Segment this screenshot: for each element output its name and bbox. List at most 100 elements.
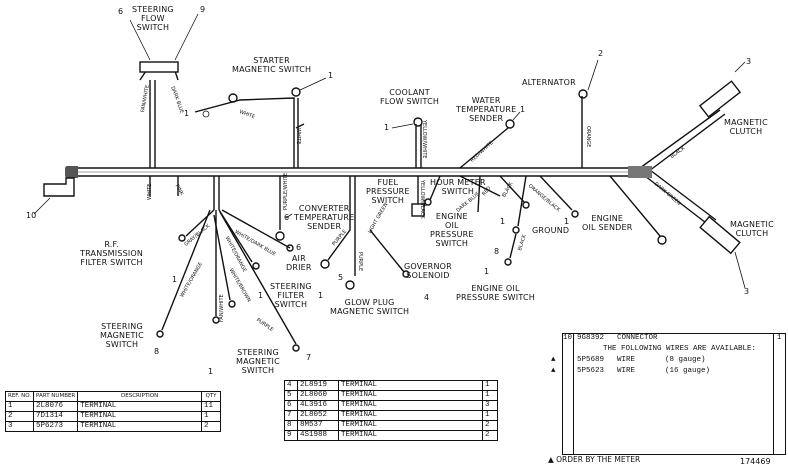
table-row: 8 8M537 TERMINAL 2	[284, 420, 498, 431]
order-footnote: ▲ ORDER BY THE METER	[548, 455, 641, 464]
callout-8-steer: 8	[154, 347, 160, 356]
cell-ref: 7	[284, 410, 298, 421]
label-alternator: ALTERNATOR	[522, 78, 576, 87]
wire-mark: ▲	[551, 367, 556, 375]
cell-desc: TERMINAL	[338, 380, 483, 391]
label-glow-plug-magnetic-switch: GLOW PLUG MAGNETIC SWITCH	[330, 298, 410, 316]
callout-1-oil2: 1	[484, 267, 490, 276]
callout-1-starter-b: 1	[328, 71, 334, 80]
cell-desc: TERMINAL	[338, 420, 483, 431]
table-row: 5 2L8060 TERMINAL 1	[284, 390, 498, 401]
cell-ref: 2	[4, 411, 35, 422]
callout-1-ground: 1	[564, 217, 570, 226]
cell-desc: TERMINAL	[338, 390, 483, 401]
callout-1-starter: 1	[184, 109, 190, 118]
cell-ref: 5	[284, 390, 298, 401]
callout-9: 9	[200, 5, 206, 14]
callout-8-oil: 8	[494, 247, 500, 256]
cell-qty: 1	[201, 411, 221, 422]
label-converter-temp-sender: CONVERTER TEMPERATURE SENDER	[294, 204, 355, 231]
wire-label-orange: ORANGE	[585, 126, 591, 148]
callout-1-hour: 1	[500, 217, 506, 226]
wire-mark: ▲	[551, 356, 556, 364]
label-steering-magnetic-switch-left: STEERING MAGNETIC SWITCH	[100, 322, 144, 349]
label-water-temp-sender: WATER TEMPERATURE SENDER	[456, 96, 517, 123]
wire-label-yellow-white: YELLOW/WHITE	[421, 120, 427, 159]
callout-1-rf: 1	[172, 275, 178, 284]
label-hour-meter-switch: HOUR METER SWITCH	[430, 178, 486, 196]
cell-part: 2L8919	[297, 380, 339, 391]
cell-part: 5P6273	[33, 421, 79, 432]
cell-part: 2L8060	[297, 390, 339, 401]
label-steering-flow-switch: STEERING FLOW SWITCH	[132, 5, 174, 32]
cell-qty: 1	[482, 390, 498, 401]
callout-7: 7	[306, 353, 312, 362]
callout-10: 10	[26, 211, 37, 220]
wire-gauge: (8 gauge)	[665, 356, 706, 364]
label-steering-magnetic-switch-bottom: STEERING MAGNETIC SWITCH	[236, 348, 280, 375]
cell-desc: TERMINAL	[77, 401, 202, 412]
callout-3-clutch-bottom: 3	[744, 287, 750, 296]
label-air-drier: AIR DRIER	[286, 254, 312, 272]
connector-desc: CONNECTOR	[617, 334, 658, 342]
label-ground: GROUND	[532, 226, 570, 235]
label-magnetic-clutch-top: MAGNETIC CLUTCH	[724, 118, 768, 136]
connector-qty: 1	[777, 334, 782, 342]
callout-6: 6	[118, 7, 124, 16]
cell-part: 2L8052	[297, 410, 339, 421]
cell-desc: TERMINAL	[77, 421, 202, 432]
table-row: 3 5P6273 TERMINAL 2	[4, 421, 221, 432]
connector-part: 9G8392	[577, 334, 605, 342]
label-engine-oil-pressure-switch-1: ENGINE OIL PRESSURE SWITCH	[430, 212, 474, 248]
label-fuel-pressure-switch: FUEL PRESSURE SWITCH	[366, 178, 410, 205]
wire-desc: WIRE	[617, 367, 636, 375]
callout-1-steer-bottom: 1	[208, 367, 214, 376]
wire-part: 5P5689	[577, 356, 605, 364]
cell-part: 8M537	[297, 420, 339, 431]
table-row: 9 4S1988 TERMINAL 2	[284, 430, 498, 441]
cell-qty: 2	[482, 420, 498, 431]
callout-5-glow: 5	[338, 273, 344, 282]
label-steering-filter-switch: STEERING FILTER SWITCH	[270, 282, 312, 309]
cell-desc: TERMINAL	[77, 411, 202, 422]
header-ref-no: REF. NO.	[4, 391, 35, 402]
callout-1-water: 1	[520, 105, 526, 114]
cell-ref: 1	[4, 401, 35, 412]
table-row: 7 2L8052 TERMINAL 1	[284, 410, 498, 421]
callout-1-fuel: 1	[422, 199, 428, 208]
connector-table: 10 9G8392 CONNECTOR 1 THE FOLLOWING WIRE…	[551, 333, 786, 455]
callout-1-steer-filter: 1	[258, 291, 264, 300]
callout-6-air: 6	[296, 243, 302, 252]
label-rf-transmission-filter-switch: R.F. TRANSMISSION FILTER SWITCH	[80, 240, 144, 267]
callout-3-clutch-top: 3	[746, 57, 752, 66]
header-part-number: PART NUMBER	[33, 391, 79, 402]
label-governor-solenoid: GOVERNOR SOLENOID	[404, 262, 452, 280]
drawing-number: 174469	[740, 457, 771, 466]
callout-6-converter: 6	[284, 213, 290, 222]
wire-label-purple-white: PURPLE/WHITE	[283, 172, 289, 210]
cell-part: 4L3916	[297, 400, 339, 411]
cell-part: 7D1314	[33, 411, 79, 422]
wire-desc: WIRE	[617, 356, 636, 364]
parts-table-middle: 4 2L8919 TERMINAL 1 5 2L8060 TERMINAL 1 …	[284, 380, 498, 441]
callout-4-gov: 4	[424, 293, 430, 302]
cell-part: 4S1988	[297, 430, 339, 441]
connector-10	[43, 177, 75, 197]
header-qty: QTY	[201, 391, 221, 402]
wire-label-white-starter2: WHITE	[295, 128, 301, 145]
callout-2-alternator: 2	[598, 49, 604, 58]
table-row: 1 2L8076 TERMINAL 11	[4, 401, 221, 412]
table-row: 2 7D1314 TERMINAL 1	[4, 411, 221, 422]
cell-qty: 1	[482, 380, 498, 391]
wire-label-white-trunk: WHITE	[147, 183, 153, 200]
wire-part: 5P5623	[577, 367, 605, 375]
cell-qty: 11	[201, 401, 221, 412]
table-row: 4 2L8919 TERMINAL 1	[284, 380, 498, 391]
table-row: 6 4L3916 TERMINAL 3	[284, 400, 498, 411]
cell-ref: 3	[4, 421, 35, 432]
callout-1-air: 1	[318, 291, 324, 300]
label-magnetic-clutch-bottom: MAGNETIC CLUTCH	[730, 220, 774, 238]
cell-qty: 1	[482, 410, 498, 421]
cell-desc: TERMINAL	[338, 400, 483, 411]
